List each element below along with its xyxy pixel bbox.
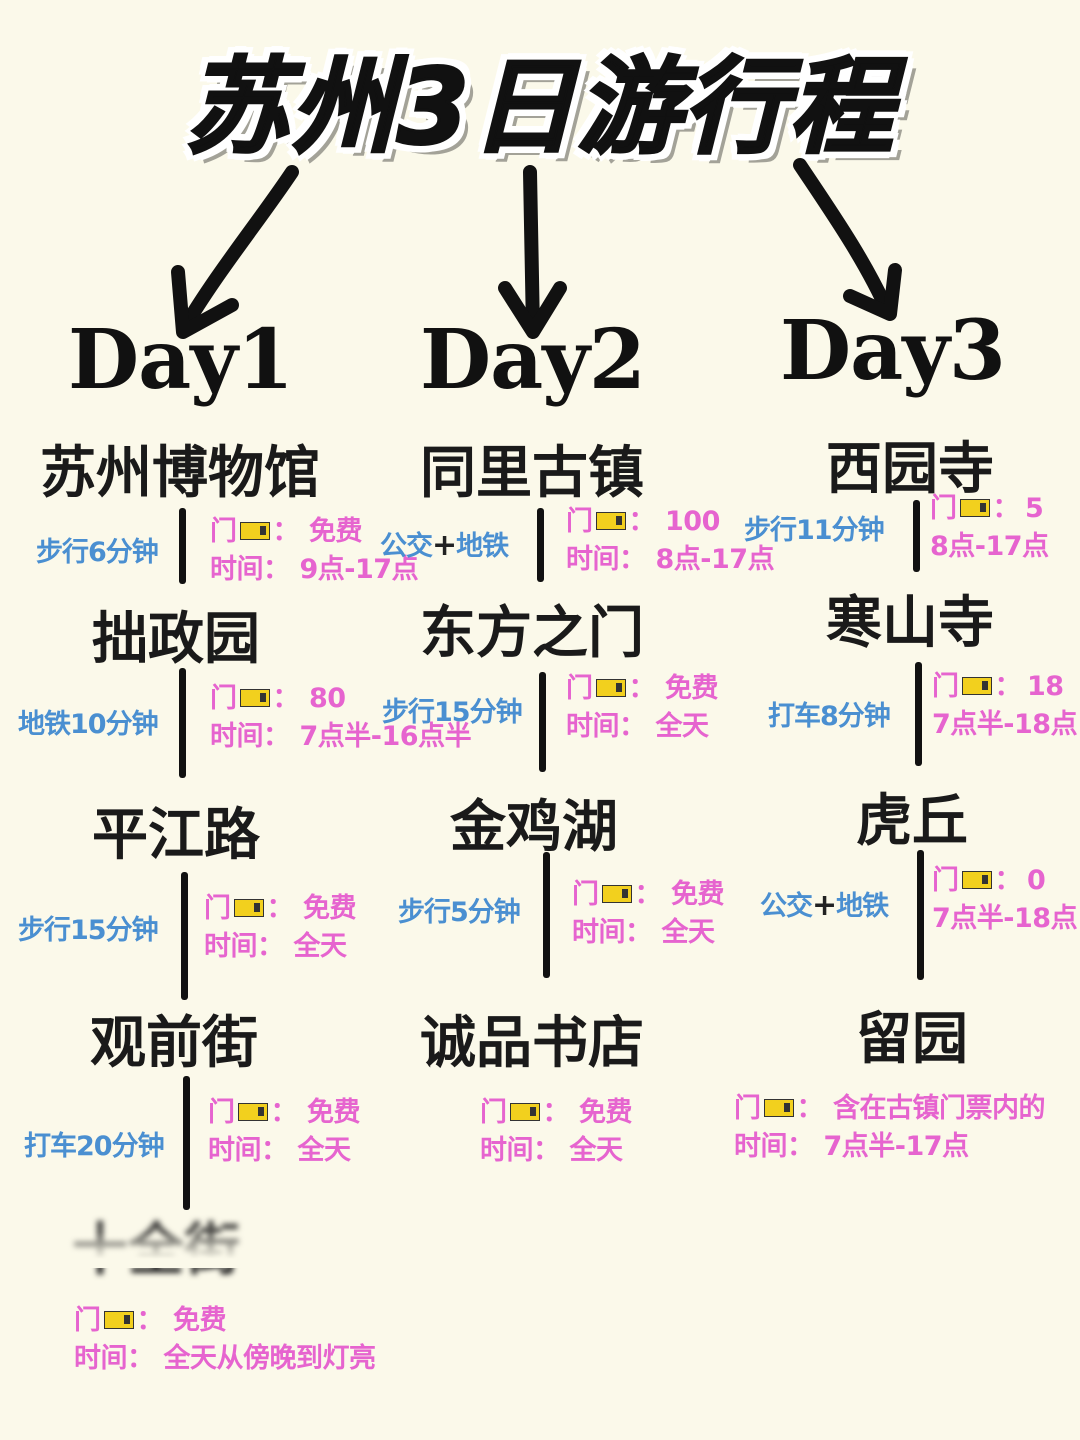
arrow-down-icon xyxy=(843,263,902,321)
place-jinji-lake: 金鸡湖 xyxy=(450,795,618,860)
transport-label: 地铁10分钟 xyxy=(18,709,159,740)
page-title: 苏州3日游行程 xyxy=(183,45,896,170)
ticket-icon xyxy=(509,1102,540,1121)
route-line xyxy=(915,662,922,766)
ticket-icon xyxy=(237,1102,268,1121)
info-block: 门：100 时间：8点-17点 xyxy=(566,506,775,575)
info-block: 门：免费 时间：全天 xyxy=(566,673,719,742)
route-line xyxy=(543,852,550,978)
info-block: 门：80 时间：7点半-16点半 xyxy=(210,683,472,752)
transport-label: 步行11分钟 xyxy=(744,515,885,546)
ticket-icon xyxy=(103,1310,134,1329)
place-xiyuan-temple: 西园寺 xyxy=(826,437,994,502)
ticket-icon xyxy=(763,1098,794,1117)
transport-label: 公交+地铁 xyxy=(760,888,889,923)
transport-label: 打车20分钟 xyxy=(24,1131,165,1162)
info-block: 门：免费 时间：全天 xyxy=(204,893,357,962)
place-gate-of-orient: 东方之门 xyxy=(420,601,644,666)
transport-label: 步行15分钟 xyxy=(18,915,159,946)
place-tongli-town: 同里古镇 xyxy=(420,441,644,506)
route-line xyxy=(181,872,188,1000)
place-eslite-bookstore: 诚品书店 xyxy=(420,1011,644,1076)
route-line xyxy=(913,500,920,572)
place-guanqian-street: 观前街 xyxy=(90,1011,258,1076)
arrow-down-icon xyxy=(793,158,895,319)
route-line xyxy=(537,508,544,582)
info-block: 门：免费 时间：9点-17点 xyxy=(210,516,419,585)
info-block: 门：0 7点半-18点 xyxy=(932,865,1078,934)
arrow-down-icon xyxy=(176,165,299,337)
place-tiger-hill: 虎丘 xyxy=(856,789,968,854)
info-block: 门：18 7点半-18点 xyxy=(932,671,1078,740)
transport-label: 步行5分钟 xyxy=(398,897,521,928)
route-line xyxy=(183,1076,190,1210)
info-block: 门：免费 时间：全天从傍晚到灯亮 xyxy=(74,1305,376,1374)
place-humble-garden: 拙政园 xyxy=(92,607,260,672)
ticket-icon xyxy=(601,884,632,903)
info-block: 门：免费 时间：全天 xyxy=(572,879,725,948)
ticket-icon xyxy=(239,521,270,540)
info-block: 门：5 8点-17点 xyxy=(930,493,1049,562)
route-line xyxy=(917,850,924,980)
day1-label: Day1 xyxy=(68,312,294,408)
day3-label: Day3 xyxy=(780,303,1006,399)
arrow-down-icon xyxy=(498,281,567,339)
place-hanshan-temple: 寒山寺 xyxy=(826,591,994,656)
info-block: 门：免费 时间：全天 xyxy=(480,1097,633,1166)
route-line xyxy=(179,668,186,778)
place-lingering-garden: 留园 xyxy=(856,1007,968,1072)
day2-label: Day2 xyxy=(420,312,646,408)
place-pingjiang-road: 平江路 xyxy=(92,803,260,868)
transport-label: 步行6分钟 xyxy=(36,537,159,568)
transport-label: 打车8分钟 xyxy=(768,701,891,732)
ticket-icon xyxy=(233,898,264,917)
arrow-down-icon xyxy=(523,165,540,337)
ticket-icon xyxy=(239,688,270,707)
blur-overlay xyxy=(60,1208,360,1268)
ticket-icon xyxy=(961,870,992,889)
ticket-icon xyxy=(961,676,992,695)
transport-label: 步行15分钟 xyxy=(382,697,523,728)
ticket-icon xyxy=(595,511,626,530)
ticket-icon xyxy=(959,498,990,517)
place-suzhou-museum: 苏州博物馆 xyxy=(40,441,320,506)
route-line xyxy=(539,672,546,772)
ticket-icon xyxy=(595,678,626,697)
info-block: 门：含在古镇门票内的 时间：7点半-17点 xyxy=(734,1093,1046,1162)
arrows-layer xyxy=(171,158,902,339)
arrow-down-icon xyxy=(171,265,239,339)
transport-label: 公交+地铁 xyxy=(380,528,509,563)
info-block: 门：免费 时间：全天 xyxy=(208,1097,361,1166)
route-line xyxy=(179,508,186,584)
